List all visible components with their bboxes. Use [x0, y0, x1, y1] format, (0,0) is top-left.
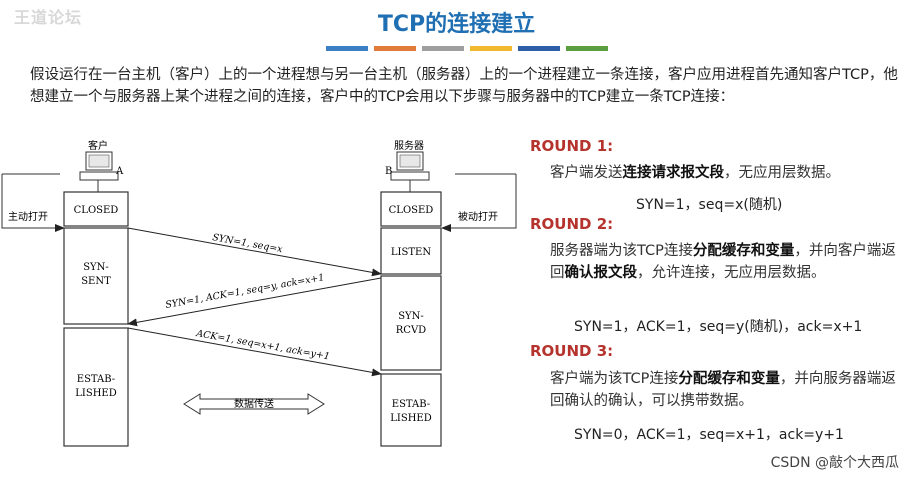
- page-title: TCP的连接建立: [377, 12, 536, 37]
- server-estab-label-1: ESTAB-: [392, 399, 430, 410]
- color-bar-segment: [566, 46, 608, 51]
- client-syn-sent-box: [63, 227, 129, 325]
- server-closed-box: [380, 191, 442, 227]
- server-syn-rcvd-label-2: RCVD: [396, 325, 426, 336]
- round-2-formula: SYN=1，ACK=1，seq=y(随机)，ack=x+1: [574, 319, 863, 335]
- round-2-text-bold2: 确认报文段: [564, 265, 638, 281]
- color-bar-segment: [422, 46, 464, 51]
- active-open-arrow: [1, 174, 65, 232]
- round-1-title: ROUND 1:: [530, 137, 614, 155]
- round-1-formula: SYN=1，seq=x(随机): [636, 197, 783, 213]
- intro-paragraph: 假设运行在一台主机（客户）上的一个进程想与另一台主机（服务器）上的一个进程建立一…: [30, 67, 898, 105]
- round-2-text-pre: 服务器端为该TCP连接: [550, 243, 693, 259]
- round-3-title: ROUND 3:: [530, 342, 614, 360]
- round-1-text-post: ，无应用层数据。: [724, 165, 840, 181]
- client-label: 客户: [88, 139, 108, 152]
- round-2-text-bold: 分配缓存和变量: [692, 243, 795, 259]
- client-closed-box: [63, 191, 129, 227]
- round-2-text-post: ，允许连接，无应用层数据。: [637, 265, 826, 281]
- server-listen-label: LISTEN: [391, 247, 431, 258]
- client-established-box: [63, 327, 129, 447]
- round-1-text-pre: 客户端发送: [550, 165, 623, 181]
- color-bar-segment: [518, 46, 560, 51]
- server-closed-label: CLOSED: [389, 205, 434, 216]
- color-bar-segment: [326, 46, 368, 51]
- round-2-text-mid: ，并向客户端返回: [550, 243, 896, 281]
- round-3-formula: SYN=0，ACK=1，seq=x+1，ack=y+1: [574, 427, 844, 443]
- color-bar-segment: [374, 46, 416, 51]
- watermark: CSDN @敲个大西瓜: [770, 455, 899, 471]
- server-syn-rcvd-box: [380, 275, 442, 371]
- client-syn-sent-label-2: SENT: [81, 276, 111, 287]
- ack-message-label: ACK=1, seq=x+1, ack=y+1: [194, 328, 330, 363]
- client-closed-label: CLOSED: [74, 205, 119, 216]
- syn-ack-message-arrow: [127, 277, 382, 327]
- round-3-text-post: ，并向服务器端返回确认的确认，可以携带数据。: [550, 371, 896, 409]
- passive-open-label: 被动打开: [458, 210, 498, 223]
- round-3-text-bold: 分配缓存和变量: [678, 371, 780, 387]
- round-2-title: ROUND 2:: [530, 215, 614, 233]
- round-3-text: 客户端为该TCP连接分配缓存和变量，并向服务器端返回确认的确认，可以携带数据。: [550, 368, 900, 412]
- client-estab-label-1: ESTAB-: [77, 374, 115, 385]
- server-syn-rcvd-label-1: SYN-: [398, 311, 424, 322]
- round-3-text-pre: 客户端为该TCP连接: [550, 371, 679, 387]
- round-1-text: 客户端发送连接请求报文段，无应用层数据。: [550, 162, 900, 184]
- data-transfer-label: 数据传送: [234, 397, 274, 410]
- client-estab-label-2: LISHED: [75, 388, 116, 399]
- server-established-box: [380, 373, 442, 447]
- syn-message-label: SYN=1, seq=x: [211, 232, 283, 255]
- round-2-text: 服务器端为该TCP连接分配缓存和变量，并向客户端返回确认报文段，允许连接，无应用…: [550, 240, 900, 284]
- ack-message-arrow: [127, 327, 382, 377]
- logo-text: 王道论坛: [14, 8, 83, 27]
- syn-ack-message-label: SYN=1, ACK=1, seq=y, ack=x+1: [165, 272, 326, 311]
- handshake-diagram: 客户 A 服务器 B 主动打开 被动打开 CLOSED SYN- SENT ES…: [1, 139, 517, 447]
- active-open-label: 主动打开: [8, 210, 48, 223]
- client-syn-sent-label-1: SYN-: [83, 262, 109, 273]
- passive-open-arrow: [441, 174, 517, 232]
- server-label: 服务器: [394, 139, 424, 152]
- server-listen-box: [380, 227, 442, 275]
- server-letter: B: [385, 166, 392, 177]
- syn-message-arrow: [127, 227, 382, 277]
- server-estab-label-2: LISHED: [390, 413, 431, 424]
- data-transfer-arrow: [183, 393, 325, 415]
- client-computer-icon: [79, 151, 119, 181]
- round-1-text-bold: 连接请求报文段: [622, 165, 725, 181]
- color-bar-segment: [470, 46, 512, 51]
- client-letter: A: [115, 166, 124, 177]
- server-computer-icon: [390, 151, 430, 181]
